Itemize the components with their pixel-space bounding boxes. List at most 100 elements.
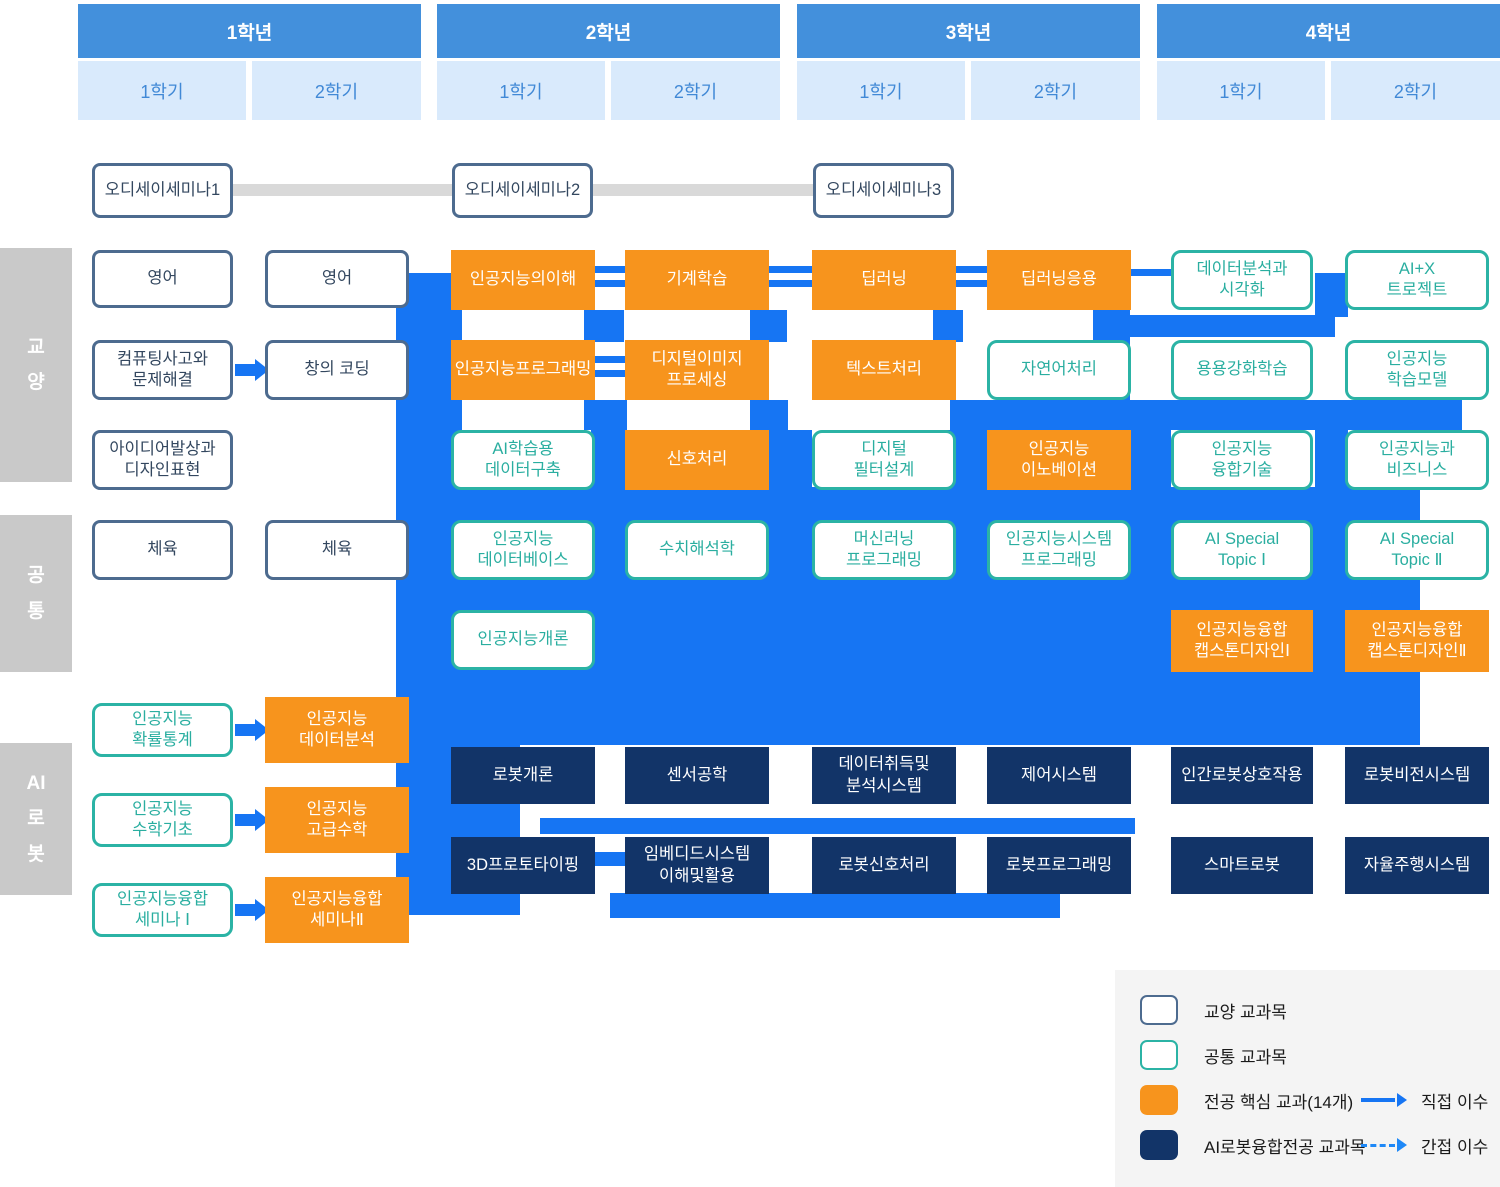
course-box: AI+X 트로젝트 xyxy=(1345,250,1489,310)
course-box: 제어시스템 xyxy=(987,747,1131,804)
course-box: 오디세이세미나2 xyxy=(452,163,593,218)
direct-connector-band xyxy=(595,280,625,287)
direct-arrow xyxy=(235,724,255,736)
year-group-1: 1학년 1학기 2학기 xyxy=(78,4,421,121)
course-box: 로봇신호처리 xyxy=(812,837,956,894)
legend: 교양 교과목 공통 교과목 전공 핵심 교과(14개) AI로봇융합전공 교과목… xyxy=(1115,970,1500,1187)
course-box: 텍스트처리 xyxy=(812,340,956,400)
direct-connector-band xyxy=(595,852,625,866)
legend-swatch-common xyxy=(1140,1040,1178,1070)
course-box: 인공지능 학습모델 xyxy=(1345,340,1489,400)
course-box: 자율주행시스템 xyxy=(1345,837,1489,894)
legend-arrow-label: 간접 이수 xyxy=(1421,1137,1489,1157)
course-box: 오디세이세미나1 xyxy=(92,163,233,218)
course-box: AI Special Topic Ⅱ xyxy=(1345,520,1489,580)
direct-connector-band xyxy=(584,400,627,430)
course-box: 스마트로봇 xyxy=(1171,837,1313,894)
direct-connector-band xyxy=(584,310,624,342)
course-box: 디지털 필터설계 xyxy=(812,430,956,490)
course-box: 체육 xyxy=(265,520,409,580)
direct-connector-band xyxy=(595,356,625,363)
course-box: 인간로봇상호작용 xyxy=(1171,747,1313,804)
course-box: 머신러닝 프로그래밍 xyxy=(812,520,956,580)
direct-connector-band xyxy=(750,310,787,342)
course-box: 로봇프로그래밍 xyxy=(987,837,1131,894)
course-box: 오디세이세미나3 xyxy=(813,163,954,218)
course-box: 인공지능융합 캡스톤디자인Ⅱ xyxy=(1345,610,1489,672)
year-header: 1학년 xyxy=(78,4,421,58)
category-band: 공 통 xyxy=(0,515,72,672)
legend-label: 교양 교과목 xyxy=(1204,1002,1287,1022)
course-box: 인공지능 융합기술 xyxy=(1171,430,1313,490)
course-box: 용용강화학습 xyxy=(1171,340,1313,400)
course-box: 로봇비전시스템 xyxy=(1345,747,1489,804)
course-box: 영어 xyxy=(265,250,409,308)
course-box: 신호처리 xyxy=(625,430,769,490)
course-box: 데이터분석과 시각화 xyxy=(1171,250,1313,310)
course-box: 인공지능융합 세미나Ⅱ xyxy=(265,877,409,943)
course-box: 인공지능의이해 xyxy=(451,250,595,310)
legend-swatch-core xyxy=(1140,1085,1178,1115)
course-box: 3D프로토타이핑 xyxy=(451,837,595,894)
direct-arrow xyxy=(235,904,255,916)
direct-arrow-head-icon xyxy=(1397,1093,1407,1107)
course-box: 데이터취득및 분석시스템 xyxy=(812,747,956,804)
course-box: 인공지능과 비즈니스 xyxy=(1345,430,1489,490)
category-band: 교 양 xyxy=(0,248,72,482)
direct-connector-band xyxy=(769,266,812,273)
direct-connector-band xyxy=(933,310,963,342)
course-box: 영어 xyxy=(92,250,233,308)
semester-header: 2학기 xyxy=(611,61,780,120)
direct-connector-band xyxy=(540,818,1135,834)
course-box: 인공지능 이노베이션 xyxy=(987,430,1131,490)
semester-header: 2학기 xyxy=(1331,61,1500,120)
direct-connector-band xyxy=(1315,273,1348,317)
direct-connector-band xyxy=(769,280,812,287)
year-group-2: 2학년 1학기 2학기 xyxy=(437,4,780,121)
course-box: 기계학습 xyxy=(625,250,769,310)
direct-connector-band xyxy=(1131,430,1171,487)
direct-connector-band xyxy=(610,893,1060,918)
direct-connector-band xyxy=(950,400,1462,430)
direct-arrow-icon xyxy=(1361,1098,1395,1102)
course-box: 체육 xyxy=(92,520,233,580)
direct-arrow xyxy=(235,814,255,826)
course-box: 인공지능 데이터분석 xyxy=(265,697,409,763)
course-box: 창의 코딩 xyxy=(265,340,409,400)
direct-connector-band xyxy=(595,370,625,377)
direct-connector-band xyxy=(956,266,987,273)
semester-header: 1학기 xyxy=(797,61,965,120)
odyssey-connector-line xyxy=(593,184,814,196)
indirect-arrow-icon xyxy=(1361,1143,1395,1147)
course-box: 인공지능 데이터베이스 xyxy=(451,520,595,580)
course-box: 인공지능융합 세미나 Ⅰ xyxy=(92,883,233,937)
course-box: 수치해석학 xyxy=(625,520,769,580)
legend-label: 전공 핵심 교과(14개) xyxy=(1204,1092,1354,1112)
course-box: 디지털이미지 프로세싱 xyxy=(625,340,769,400)
year-group-3: 3학년 1학기 2학기 xyxy=(797,4,1140,121)
course-box: 아이디어발상과 디자인표현 xyxy=(92,430,233,490)
course-box: AI학습용 데이터구축 xyxy=(451,430,595,490)
direct-connector-band xyxy=(1131,269,1171,276)
course-box: 인공지능프로그래밍 xyxy=(451,340,595,400)
legend-label: AI로봇융합전공 교과목 xyxy=(1204,1137,1366,1157)
direct-connector-band xyxy=(750,400,788,430)
year-header: 3학년 xyxy=(797,4,1140,58)
semester-header: 1학기 xyxy=(78,61,246,120)
direct-connector-band xyxy=(595,266,625,273)
legend-swatch-robot xyxy=(1140,1130,1178,1160)
semester-header: 2학기 xyxy=(252,61,421,120)
legend-swatch-ge xyxy=(1140,995,1178,1025)
course-box: 임베디드시스템 이해및활용 xyxy=(625,837,769,894)
legend-arrow-label: 직접 이수 xyxy=(1421,1092,1489,1112)
direct-connector-band xyxy=(1093,315,1335,337)
course-box: 딥러닝 xyxy=(812,250,956,310)
legend-label: 공통 교과목 xyxy=(1204,1047,1287,1067)
semester-header: 2학기 xyxy=(971,61,1140,120)
course-box: AI Special Topic Ⅰ xyxy=(1171,520,1313,580)
course-box: 컴퓨팅사고와 문제해결 xyxy=(92,340,233,400)
course-box: 센서공학 xyxy=(625,747,769,804)
course-box: 인공지능 수학기초 xyxy=(92,793,233,847)
odyssey-connector-line xyxy=(233,184,453,196)
